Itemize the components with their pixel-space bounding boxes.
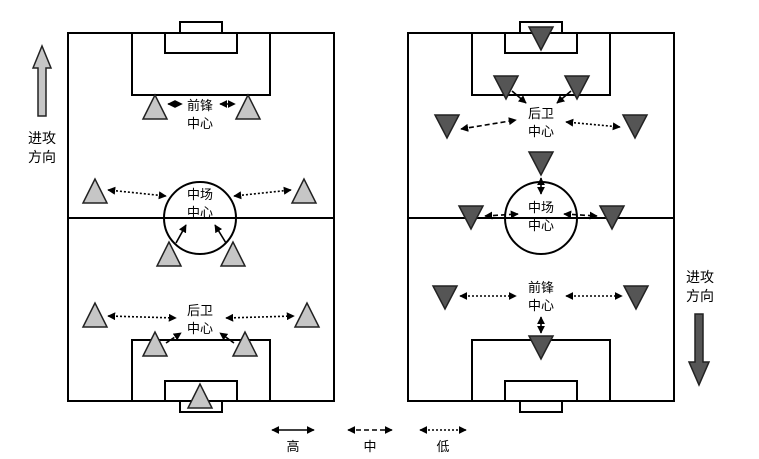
player-right-fw-3 (527, 335, 555, 361)
player-right-back-2 (563, 75, 591, 101)
right-mid-label-2: 中心 (528, 219, 554, 234)
player-left-fw-2 (234, 93, 262, 120)
left-players (81, 93, 321, 409)
right-links (459, 90, 623, 334)
legend-high-label: 高 (286, 439, 299, 455)
player-right-mid-1 (527, 151, 555, 177)
right-side-label-1: 进攻 (686, 270, 714, 286)
left-forward-label-1: 前锋 (187, 98, 213, 114)
player-left-mid-2 (290, 177, 318, 204)
right-mid-label-1: 中场 (528, 201, 554, 216)
player-right-gk (527, 26, 555, 52)
player-left-mid-4 (219, 240, 247, 267)
right-side-label-2: 方向 (686, 289, 714, 305)
player-left-back-2 (293, 301, 321, 328)
player-right-mid-2 (457, 205, 485, 231)
player-left-back-3 (141, 330, 169, 357)
right-back-label-1: 后卫 (528, 107, 554, 122)
left-side-label-2: 方向 (28, 150, 56, 166)
left-back-label-1: 后卫 (187, 304, 213, 319)
right-players (431, 26, 650, 361)
attack-up-arrow-icon (31, 44, 53, 117)
legend-low-label: 低 (436, 440, 449, 455)
right-back-label-2: 中心 (528, 125, 554, 140)
player-right-fw-1 (431, 285, 459, 311)
player-right-back-3 (433, 114, 461, 140)
left-mid-label-1: 中场 (187, 188, 213, 203)
player-right-back-1 (492, 75, 520, 101)
left-mid-label-2: 中心 (187, 206, 213, 221)
player-right-fw-2 (622, 285, 650, 311)
left-forward-label-2: 中心 (187, 117, 213, 132)
legend-medium-label: 中 (363, 440, 376, 455)
player-left-mid-1 (81, 177, 109, 204)
player-right-back-4 (621, 114, 649, 140)
player-left-gk (186, 382, 214, 409)
right-forward-label-2: 中心 (528, 299, 554, 314)
player-left-fw-1 (141, 93, 169, 120)
right-forward-label-1: 前锋 (528, 280, 554, 296)
player-left-back-1 (81, 301, 109, 328)
player-left-back-4 (231, 330, 259, 357)
player-left-mid-3 (155, 240, 183, 267)
left-back-label-2: 中心 (187, 322, 213, 337)
attack-down-arrow-icon (687, 313, 711, 387)
player-right-mid-3 (598, 205, 626, 231)
left-side-label-1: 进攻 (28, 131, 56, 147)
left-links (107, 100, 295, 344)
